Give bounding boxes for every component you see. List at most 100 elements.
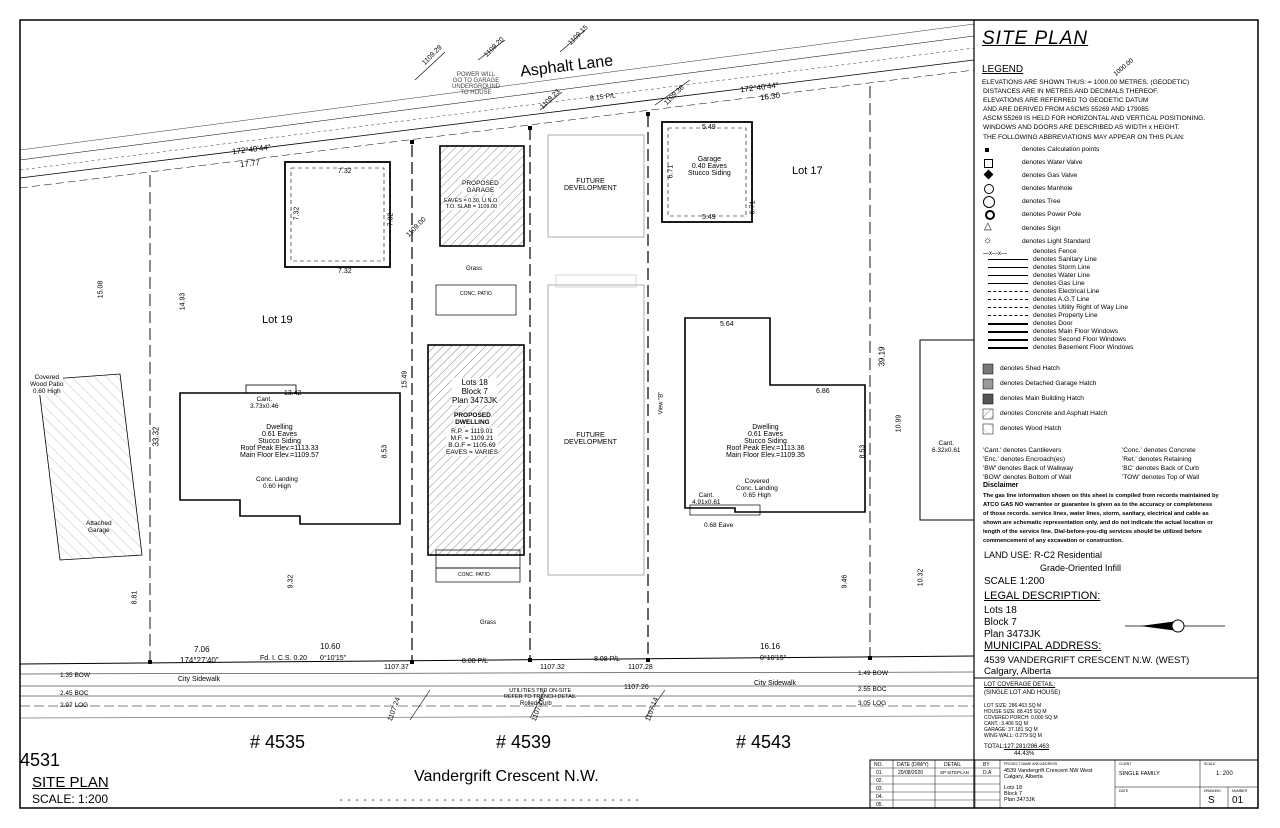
cant-far-right: Cant. 6.32x0.61 [932, 440, 961, 454]
side-dim: 9.46 [841, 574, 849, 589]
light-standard-icon: ☼ [983, 235, 993, 246]
elev-bottom-6: 1107.26 [624, 684, 649, 691]
electrical-line-icon [988, 291, 1028, 292]
legend-symbol-row: denotes Sanitary Line [1033, 256, 1097, 263]
legal-line: Lots 18 [984, 605, 1017, 616]
storm-line-icon [988, 267, 1028, 268]
legend-symbol-row: denotes Utility Right of Way Line [1033, 304, 1129, 311]
rolled-curb-label: Rolled Curb [520, 701, 552, 707]
sheet-border [19, 19, 1259, 809]
elev-bottom-7: 1107.32 [540, 664, 565, 671]
covered-patio-label: Covered Wood Patio 0.60 High [30, 374, 64, 395]
city-sidewalk-right: City Sidewalk [754, 680, 797, 687]
legend-symbol-row: denotes Property Line [1033, 312, 1098, 319]
proposed-dwelling-label: PROPOSED DWELLING [454, 412, 491, 426]
door-icon [988, 323, 1028, 325]
gas-line-icon [988, 283, 1028, 284]
property-line-icon [988, 315, 1028, 316]
tb-drawing: S [1208, 795, 1215, 806]
garage-eaves-label: EAVES = 0.30, U.N.O. T.O. SLAB = 1109.00 [444, 198, 499, 210]
disclaimer-heading: Disclaimer [983, 482, 1019, 489]
side-dim: 5.64 [720, 321, 734, 328]
legend-symbol-row: denotes Water Valve [1022, 159, 1083, 166]
legend-symbol-row: denotes Gas Valve [1022, 172, 1078, 179]
lot19-garage [284, 161, 391, 268]
proposed-garage-label: PROPOSED GARAGE [462, 180, 499, 194]
elevation-leaders [409, 29, 691, 721]
legend-symbol-row: denotes Fence [1033, 248, 1077, 255]
abbr-right: 'BC' denotes Back of Curb [1122, 465, 1199, 472]
legend-hatch-row: denotes Shed Hatch [1000, 365, 1060, 372]
lot19-dwelling [179, 392, 401, 525]
legend-note: ELEVATIONS ARE REFERRED TO GEODETIC DATU… [983, 97, 1149, 104]
side-dim: 8.53 [859, 444, 867, 459]
proposed-dwelling-values: R.P. = 1119.01 M.F. = 1109.21 B.O.F = 11… [446, 428, 498, 456]
main-floor-window-icon [988, 331, 1028, 333]
abbr-left: 'BW' denotes Back of Walkway [983, 465, 1074, 472]
side-dim: 7.32 [387, 212, 395, 227]
abbr-left: 'Enc.' denotes Encroach(es) [983, 456, 1066, 463]
side-dim: 13.42 [284, 390, 302, 397]
second-floor-window-icon [988, 339, 1028, 341]
legend-hatch-row: denotes Concrete and Asphalt Hatch [1000, 410, 1108, 417]
tb-sheet: 01 [1232, 795, 1244, 806]
dim-16-16: 16.16 [760, 642, 781, 651]
dim-8-08b: 8.08 P/L [594, 656, 621, 663]
elev-bottom-2: 1107.28 [628, 664, 653, 671]
side-dim: 9.32 [287, 574, 295, 589]
land-use: LAND USE: R-C2 Residential [984, 550, 1103, 560]
legend-symbol-row: denotes Tree [1022, 198, 1061, 205]
title-block-grid [869, 677, 1259, 809]
land-use-2: Grade-Oriented Infill [1040, 563, 1122, 573]
tb-row-no: 01. [876, 770, 883, 776]
right-dwelling-label: Dwelling 0.61 Eaves Stucco Siding Roof P… [726, 424, 805, 459]
attached-garage-label: Attached Garage [86, 520, 112, 534]
future-dev-garage [547, 134, 645, 238]
tb-header-no: NO. [874, 762, 883, 768]
right-garage-label: Garage 0.40 Eaves Stucco Siding [688, 156, 731, 177]
conc-patio-label-bottom: CONC. PATIO [458, 572, 490, 578]
side-dim: 7.32 [338, 168, 352, 175]
coverage-line: HOUSE SIZE: 88.415 SQ M [984, 709, 1047, 715]
proposed-garage [439, 145, 525, 247]
side-dim: 14.93 [179, 292, 187, 311]
dim-0-10-15b: 0°10'15" [760, 655, 787, 662]
left-dwelling-label: Dwelling 0.61 Eaves Stucco Siding Roof P… [240, 424, 319, 459]
utilities-note: UTILITIES TBD ON-SITE REFER TO TRENCH DE… [504, 688, 577, 700]
lot-boundary-lines [149, 86, 871, 664]
legend-symbol-row: denotes Electrical Line [1033, 288, 1100, 295]
abbr-right: 'Conc.' denotes Concrete [1122, 447, 1196, 454]
legend-symbol-row: denotes Water Line [1033, 272, 1090, 279]
coverage-line: CANT.: 3.406 SQ M [984, 721, 1028, 727]
legend-heading: LEGEND [982, 64, 1024, 75]
tb-row-no: 04. [876, 794, 883, 800]
legend-note: THE FOLLOWING ABBREVIATIONS MAY APPEAR O… [983, 134, 1185, 141]
legend-hatch-row: denotes Detached Garage Hatch [1000, 380, 1097, 387]
side-dim: 10.99 [895, 414, 903, 433]
future-dev-house [547, 284, 645, 576]
coverage-heading: LOT COVERAGE DETAIL: [984, 682, 1056, 688]
north-arrow [1125, 619, 1225, 633]
agt-line-icon [988, 299, 1028, 300]
legend-note: ASCM 55269 IS HELD FOR HORIZONTAL AND VE… [983, 115, 1206, 122]
tb-row-no: 03. [876, 786, 883, 792]
address-line-2: Calgary, Alberta [984, 666, 1051, 677]
legal-heading: LEGAL DESCRIPTION: [984, 590, 1101, 602]
disclaimer-line: length of the service line. Dial-before-… [983, 529, 1203, 535]
tb-project-lot: Lots 18 Block 7 Plan 3473JK [1004, 785, 1036, 803]
abbr-right: 'TOW' denotes Top of Wall [1122, 474, 1200, 481]
fd-ics-label: Fd. I. C.S. 0.20 [260, 655, 308, 662]
side-dim: 8.53 [381, 444, 389, 459]
tb-row-detail: SP SITEPLAN [940, 770, 969, 775]
side-dim: 6.86 [816, 388, 830, 395]
cant-left: Cant. 3.73x0.46 [250, 396, 279, 410]
lot17-dwelling [684, 317, 866, 513]
side-dim: 6.71 [749, 200, 757, 215]
tb-row-no: 02. [876, 778, 883, 784]
coverage-sub: (SINGLE LOT AND HOUSE) [984, 690, 1061, 696]
calc-point-icon [985, 148, 989, 152]
tb-header-detail: DETAIL [944, 762, 962, 768]
disclaimer-line: The gas line information shown on this s… [983, 493, 1219, 499]
coverage-line: LOT SIZE: 286.463 SQ M [984, 703, 1042, 709]
legal-line: Plan 3473JK [984, 629, 1041, 640]
